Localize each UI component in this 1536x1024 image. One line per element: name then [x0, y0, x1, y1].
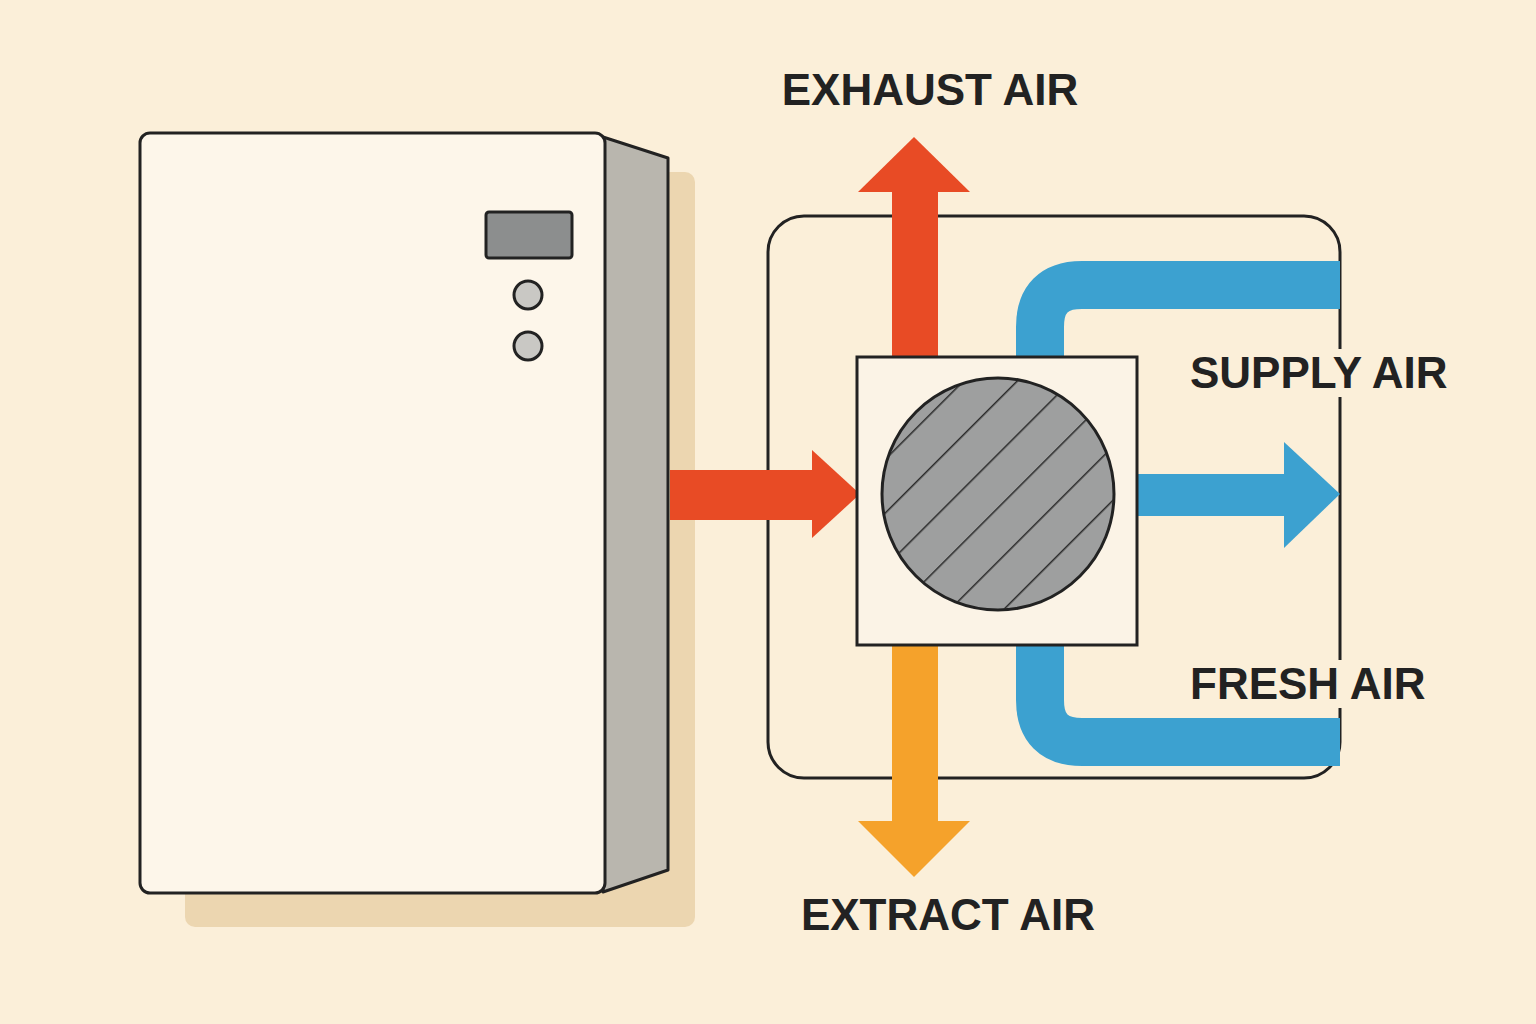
fresh-label: FRESH AIR — [1186, 660, 1430, 708]
unit-display — [486, 212, 572, 258]
heat-exchanger-housing — [857, 357, 1137, 645]
exhaust-arrow-head — [858, 137, 970, 192]
exhaust-label: EXHAUST AIR — [778, 66, 1083, 114]
exhaust-arrow — [892, 188, 938, 363]
unit-button — [514, 332, 542, 360]
supply-label: SUPPLY AIR — [1186, 349, 1452, 397]
unit-outlet-arrow-head — [812, 450, 860, 538]
supply-arrow — [1132, 474, 1290, 516]
extract-label: EXTRACT AIR — [797, 891, 1099, 939]
supply-arrow-head — [1284, 442, 1340, 548]
unit-outlet-arrow — [670, 470, 816, 520]
unit-side — [603, 137, 668, 892]
extract-arrow — [892, 640, 938, 825]
unit-front — [140, 133, 605, 893]
core-outline — [882, 378, 1114, 610]
extract-arrow-head — [858, 821, 970, 877]
unit-button — [514, 281, 542, 309]
core-hatching — [880, 376, 1116, 612]
